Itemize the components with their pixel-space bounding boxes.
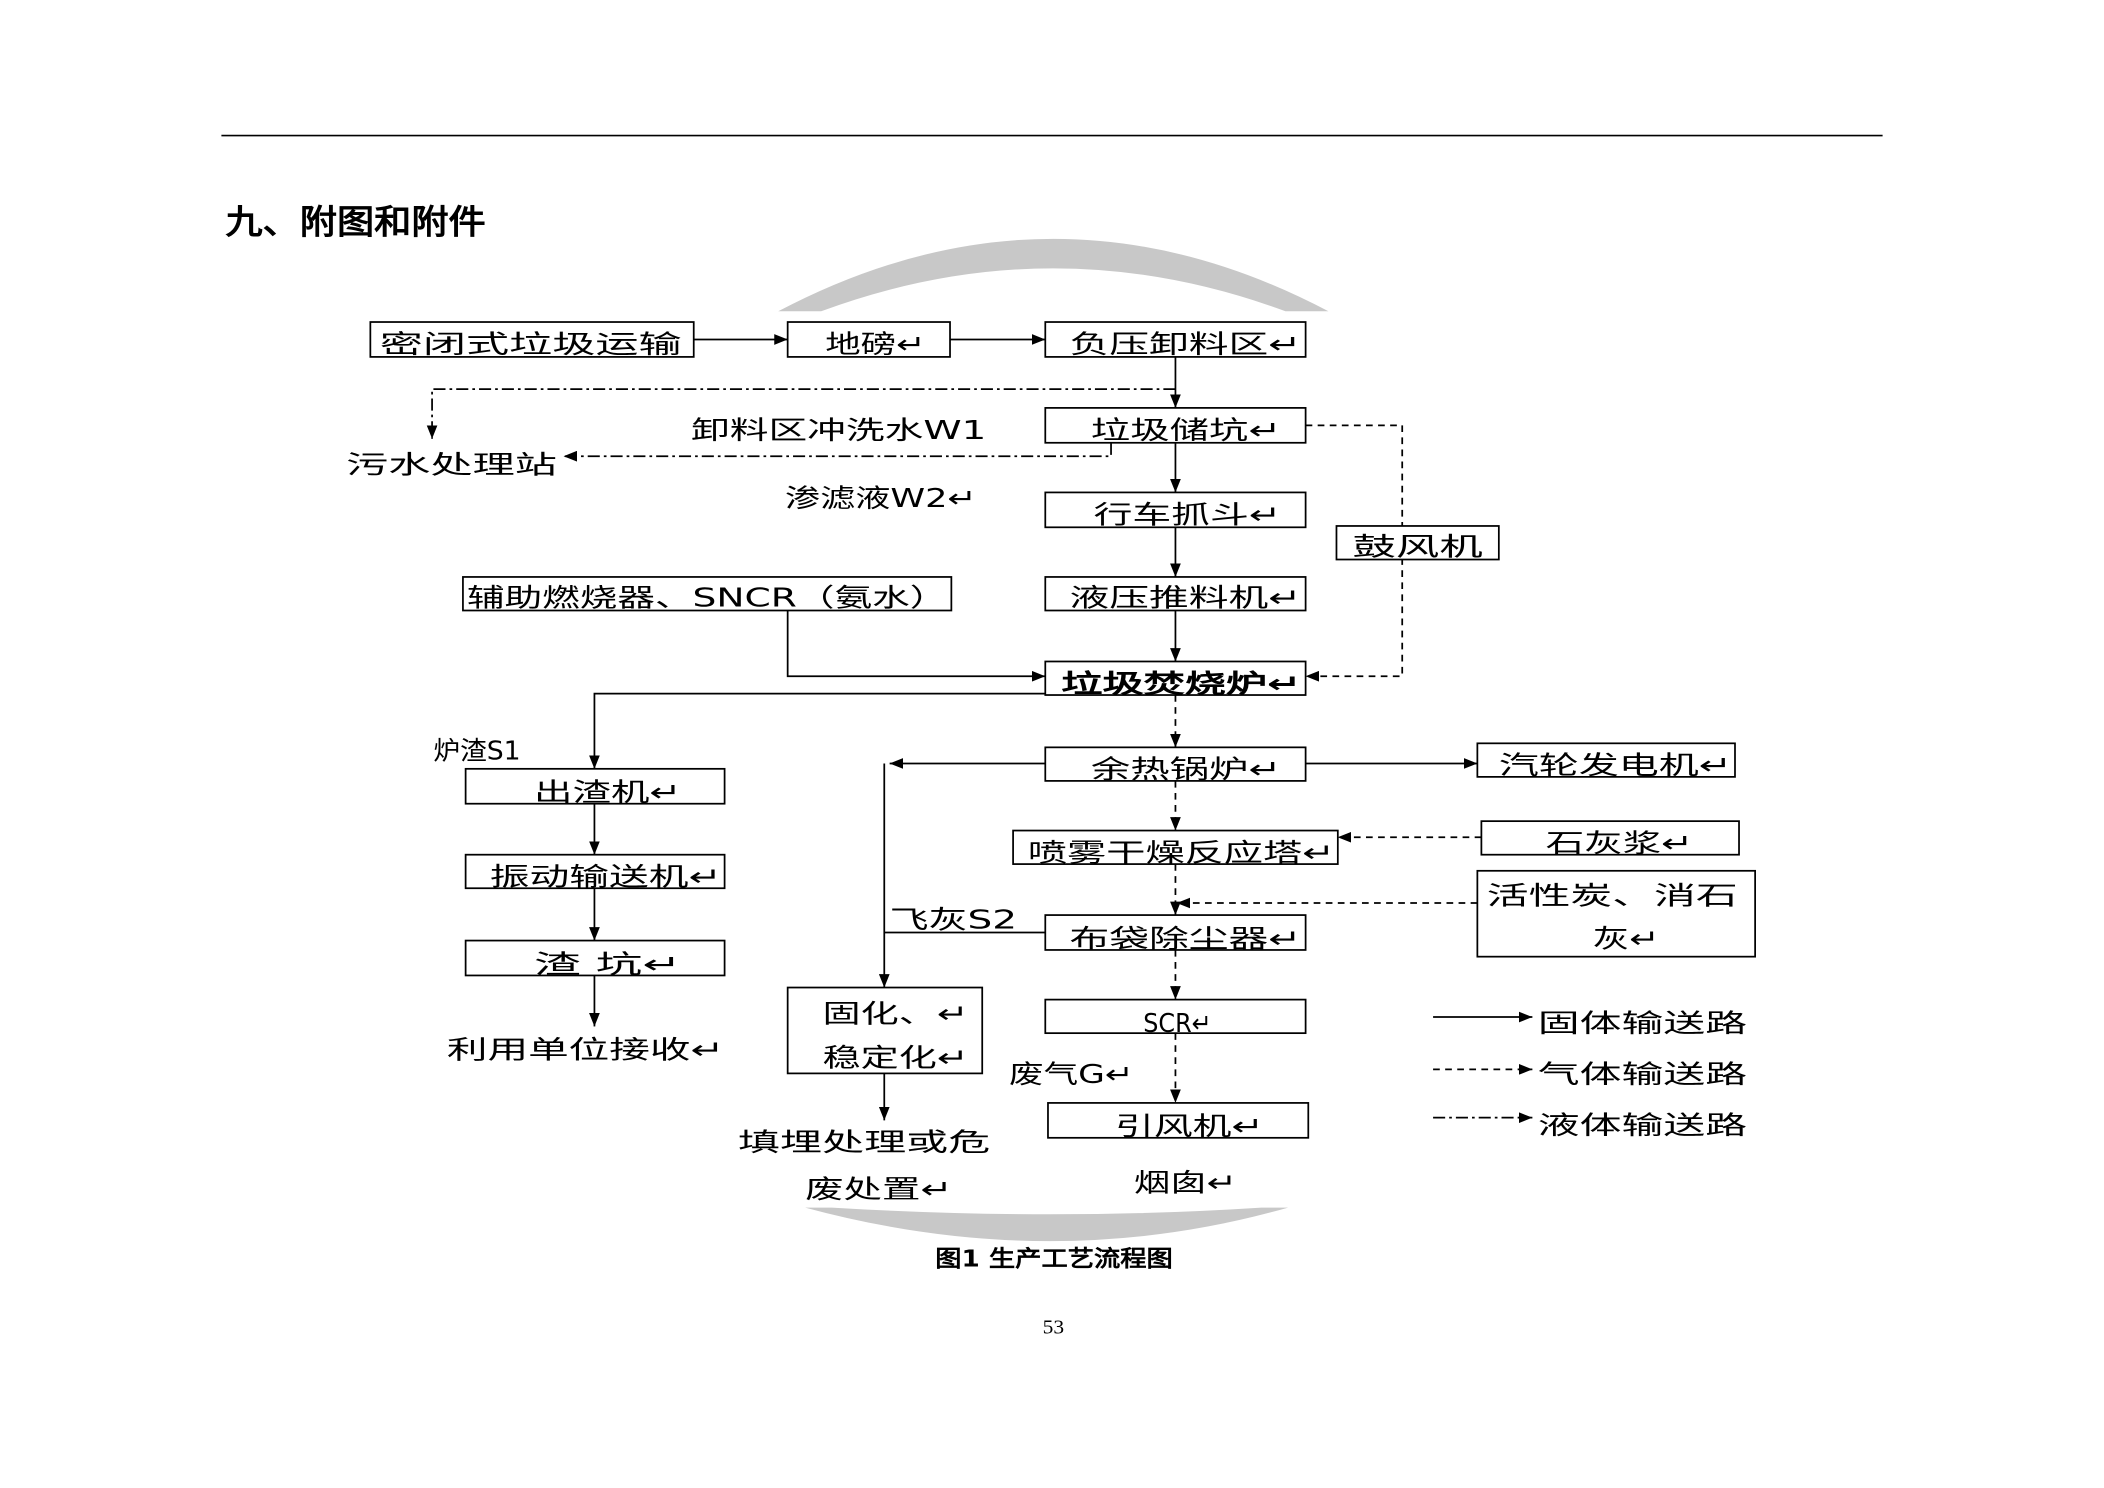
node-spray-dryer-label: 喷雾干燥反应塔↵ bbox=[1028, 838, 1335, 868]
label-chimney: 烟囱↵ bbox=[1134, 1168, 1237, 1198]
node-crane-grab-box bbox=[1044, 491, 1307, 529]
node-slag-extractor-label: 出渣机↵ bbox=[534, 778, 682, 808]
node-slag-extractor-box bbox=[464, 767, 726, 805]
label-sewage-plant: 污水处理站 bbox=[346, 451, 557, 481]
node-waste-pit-label: 垃圾储坑↵ bbox=[1091, 416, 1282, 446]
node-spray-dryer-box bbox=[1012, 829, 1339, 865]
node-solidification-label-line1: 固化、↵ bbox=[823, 999, 969, 1029]
node-scr-label: SCR↵ bbox=[1143, 1009, 1211, 1039]
node-bag-filter-box bbox=[1044, 914, 1307, 951]
node-vibrating-conveyor-label: 振动输送机↵ bbox=[490, 863, 722, 893]
node-blower-label: 鼓风机 bbox=[1353, 532, 1483, 562]
label-utilization-receipt: 利用单位接收↵ bbox=[447, 1036, 725, 1066]
section-title: 九、附图和附件 bbox=[225, 202, 485, 241]
node-hydraulic-pusher-label: 液压推料机↵ bbox=[1069, 583, 1301, 613]
node-lime-slurry-box bbox=[1480, 820, 1740, 856]
node-turbine-generator-label: 汽轮发电机↵ bbox=[1499, 751, 1732, 781]
watermark-arc-top bbox=[778, 238, 1329, 312]
node-unloading-area-box bbox=[1044, 321, 1307, 358]
node-incinerator-box bbox=[1044, 660, 1307, 696]
node-weighbridge-label: 地磅↵ bbox=[825, 330, 926, 360]
label-landfill-line2: 废处置↵ bbox=[805, 1175, 953, 1205]
node-induced-fan-box bbox=[1047, 1102, 1310, 1139]
node-slag-pit-box bbox=[464, 939, 726, 977]
node-incinerator-label: 垃圾焚烧炉↵ bbox=[1061, 669, 1301, 699]
node-activated-carbon-box bbox=[1476, 869, 1756, 958]
legend-solid-label: 固体输送路 bbox=[1538, 1009, 1747, 1039]
legend-dashed-label: 气体输送路 bbox=[1538, 1060, 1747, 1090]
legend: 固体输送路 气体输送路 液体输送路 bbox=[1433, 1009, 1747, 1141]
node-activated-carbon-label-line1: 活性炭、消石 bbox=[1487, 881, 1738, 911]
node-blower-box bbox=[1335, 525, 1500, 561]
node-closed-transport-label: 密闭式垃圾运输 bbox=[380, 330, 682, 360]
page-number: 53 bbox=[1043, 1317, 1064, 1339]
legend-dashdot-label: 液体输送路 bbox=[1538, 1111, 1747, 1141]
node-scr-box bbox=[1044, 998, 1307, 1035]
node-hydraulic-pusher-box bbox=[1044, 576, 1307, 612]
label-landfill-line1: 填埋处理或危 bbox=[738, 1128, 990, 1158]
flow-node-labels: 密闭式垃圾运输 地磅↵ 负压卸料区↵ 垃圾储坑↵ 行车抓斗↵ 鼓风机 辅助燃烧器… bbox=[380, 330, 1738, 1142]
arrow-leachate-to-sewage bbox=[563, 442, 1112, 462]
node-crane-grab-label: 行车抓斗↵ bbox=[1094, 500, 1282, 530]
watermark-arc-bottom bbox=[805, 1207, 1289, 1242]
node-unloading-area-label: 负压卸料区↵ bbox=[1069, 330, 1301, 360]
node-bag-filter-label: 布袋除尘器↵ bbox=[1069, 924, 1301, 954]
node-waste-heat-boiler-label: 余热锅炉↵ bbox=[1091, 755, 1282, 785]
node-waste-heat-boiler-box bbox=[1044, 746, 1307, 782]
flow-edge-labels: 污水处理站 卸料区冲洗水W1 渗滤液W2↵ 炉渣S1 飞灰S2 利用单位接收↵ … bbox=[346, 416, 1237, 1205]
node-slag-pit-label: 渣 坑↵ bbox=[534, 950, 682, 980]
flow-boxes bbox=[369, 321, 1756, 1139]
arrow-wash-water-to-sewage bbox=[426, 388, 1176, 439]
node-aux-burner-label: 辅助燃烧器、SNCR（氨水） bbox=[467, 583, 947, 613]
node-lime-slurry-label: 石灰浆↵ bbox=[1546, 829, 1694, 859]
node-solidification-box bbox=[786, 986, 984, 1075]
label-leachate: 渗滤液W2↵ bbox=[785, 484, 977, 514]
label-slag: 炉渣S1 bbox=[433, 736, 520, 766]
node-weighbridge-box bbox=[786, 321, 951, 358]
node-closed-transport-box bbox=[369, 321, 695, 358]
node-vibrating-conveyor-box bbox=[464, 853, 726, 890]
node-solidification-label-line2: 稳定化↵ bbox=[823, 1044, 969, 1074]
node-aux-burner-box bbox=[462, 576, 953, 612]
node-turbine-generator-box bbox=[1476, 742, 1736, 778]
label-unloading-wash-water: 卸料区冲洗水W1 bbox=[691, 416, 986, 446]
node-waste-pit-box bbox=[1044, 407, 1307, 444]
label-exhaust-gas: 废气G↵ bbox=[1009, 1060, 1134, 1090]
node-activated-carbon-label-line2: 灰↵ bbox=[1593, 924, 1660, 954]
node-induced-fan-label: 引风机↵ bbox=[1115, 1112, 1264, 1142]
arrow-burner-to-incinerator bbox=[786, 610, 1046, 682]
figure-caption: 图1 生产工艺流程图 bbox=[935, 1246, 1173, 1273]
arrow-incinerator-to-slag-extractor bbox=[589, 692, 1046, 769]
label-fly-ash: 飞灰S2 bbox=[890, 905, 1017, 935]
